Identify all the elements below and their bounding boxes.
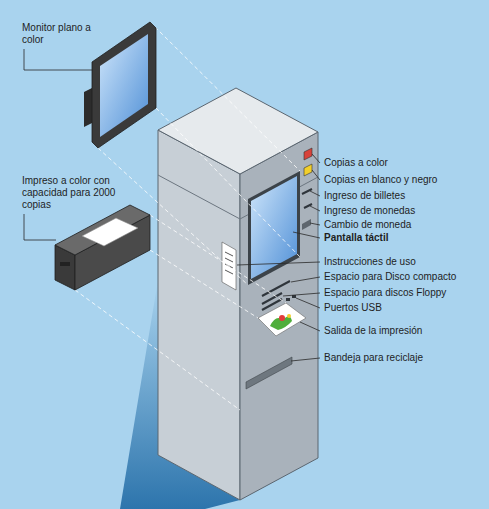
printout-image [279, 315, 285, 321]
callout-label: Ingreso de monedas [324, 205, 415, 217]
callout-label: Copias en blanco y negro [324, 174, 437, 186]
leader-lines [24, 49, 320, 361]
callout-label: Puertos USB [324, 302, 382, 314]
monitor-frame [92, 22, 156, 148]
usb-port [286, 298, 290, 301]
bw-button [304, 164, 312, 176]
change-tray [302, 219, 311, 230]
recycle-tray [246, 357, 292, 389]
printer-slot [60, 262, 70, 266]
callout-label: Pantalla táctil [324, 232, 388, 244]
floppy-slot [262, 293, 282, 304]
kiosk-right-face [240, 132, 318, 500]
callout-label: Instrucciones de uso [324, 256, 416, 268]
callout-label: Monitor plano a color [22, 22, 92, 46]
screen-frame [248, 171, 300, 285]
kiosk-top [158, 88, 318, 174]
printer-top [55, 205, 150, 255]
callout-label: Bandeja para reciclaje [324, 352, 423, 364]
monitor-screen [100, 34, 148, 137]
callout-label: Espacio para Disco compacto [324, 271, 456, 283]
callout-label: Copias a color [324, 157, 388, 169]
cd-slot [262, 281, 290, 296]
printout-image [287, 314, 291, 318]
kiosk-left-face [158, 130, 240, 500]
color-button [304, 148, 312, 160]
callout-label: Ingreso de billetes [324, 190, 405, 202]
printout [258, 303, 306, 336]
printer-side [75, 215, 150, 290]
callout-label: Cambio de moneda [324, 219, 411, 231]
callout-label: Espacio para discos Floppy [324, 287, 446, 299]
callout-label: Salida de la impresión [324, 325, 422, 337]
instructions-lines [225, 252, 233, 274]
printer-paper [82, 218, 138, 246]
callout-label: Impreso a color con capacidad para 2000 … [22, 175, 122, 211]
